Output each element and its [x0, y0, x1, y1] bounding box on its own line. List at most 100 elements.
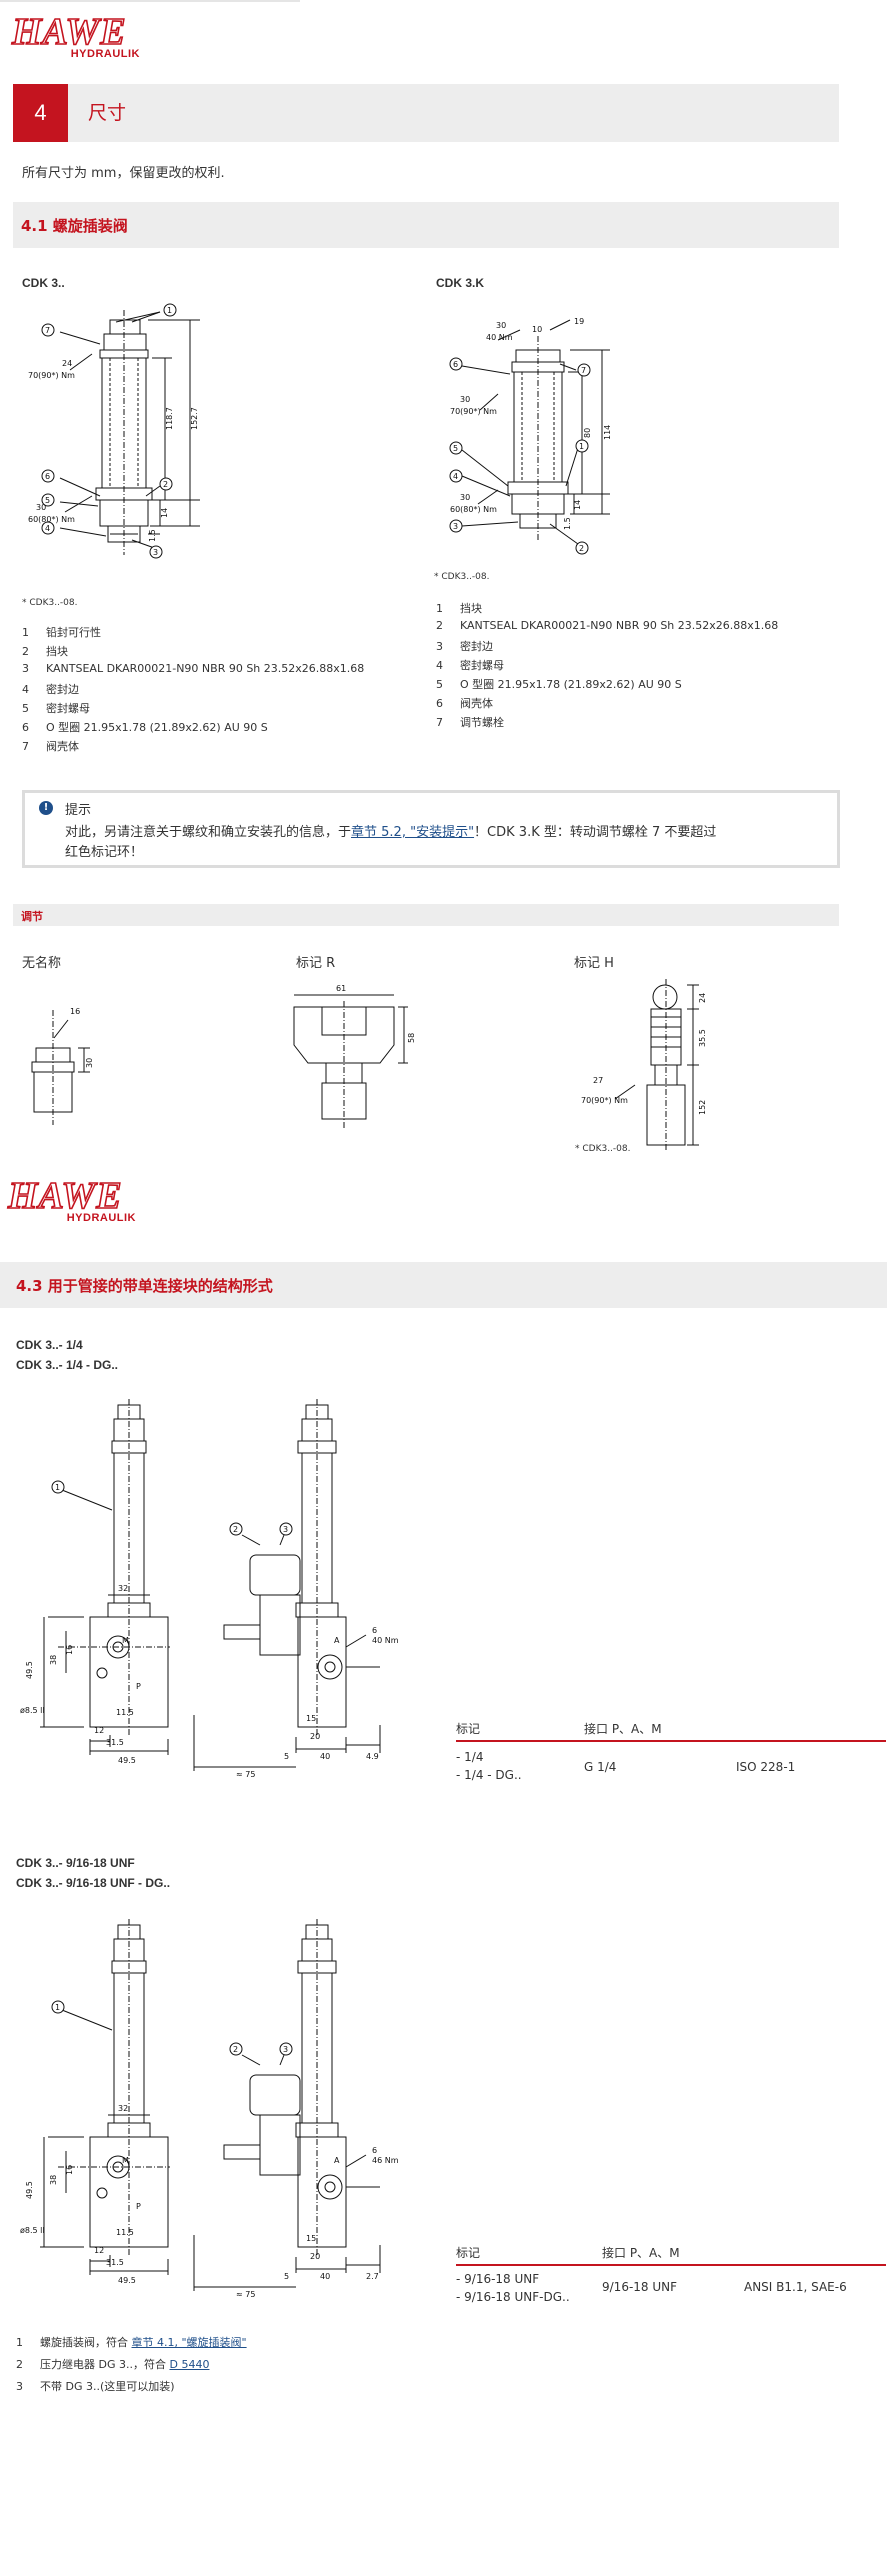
section-4-3-title: 4.3 用于管接的带单连接块的结构形式 — [16, 1277, 273, 1295]
note-link-section-5-2[interactable]: 章节 5.2, "安装提示" — [351, 825, 475, 840]
callout-4: 4 — [45, 524, 50, 533]
r-t5-b: 60(80*) Nm — [450, 505, 497, 514]
note-line-2: 红色标记环！ — [65, 845, 144, 860]
r-dim-1-5: 1.5 — [563, 517, 572, 530]
r-t1-a: 30 — [496, 321, 506, 330]
torque-top-b: 70(90*) Nm — [28, 371, 75, 380]
table-1-c2: G 1/4 — [584, 1760, 617, 1774]
b1-dim-49-5b: 49.5 — [118, 1756, 136, 1765]
adjust-none-drawing: 16 30 — [31, 1007, 94, 1125]
block1-left-drawing: 1 32 49.5 38 16 11.5 12 31.5 49.5 ø8.5 l… — [20, 1399, 170, 1765]
left-figure-title: CDK 3.. — [22, 276, 65, 290]
header-rule — [0, 0, 300, 2]
info-icon: ! — [39, 801, 53, 815]
b1-port-p: P — [136, 1682, 141, 1691]
adjust-r-61: 61 — [336, 984, 346, 993]
r-callout-3: 3 — [453, 522, 458, 531]
r-t2: 10 — [532, 325, 542, 334]
b1-r-4-9: 4.9 — [366, 1752, 379, 1761]
chapter-number: 4 — [13, 84, 68, 142]
torque-bottom-b: 60(80*) Nm — [28, 515, 75, 524]
dim-118-7: 118.7 — [165, 407, 174, 430]
r-dim-14: 14 — [573, 500, 582, 510]
b2-r-15: 15 — [306, 2234, 316, 2243]
b2-r-20: 20 — [310, 2252, 320, 2261]
b2-dim-49-5: 49.5 — [25, 2181, 34, 2199]
block2-title-2: CDK 3..- 9/16-18 UNF - DG.. — [16, 1876, 171, 1890]
b2-dim-16: 16 — [65, 2165, 74, 2175]
b1-r-40: 40 — [320, 1752, 330, 1761]
b2-callout-3: 3 — [283, 2045, 288, 2054]
table-2: 标记 接口 P、A、M - 9/16-18 UNF - 9/16-18 UNF-… — [456, 2244, 886, 2324]
table-1-rule — [456, 1740, 886, 1742]
adjust-r-drawing: 61 58 — [293, 984, 416, 1130]
b1-hole: ø8.5 ll — [20, 1706, 45, 1715]
link-d-5440[interactable]: D 5440 — [169, 2358, 210, 2371]
dim-14: 14 — [160, 508, 169, 518]
table-1: 标记 接口 P、A、M - 1/4 - 1/4 - DG.. G 1/4 ISO… — [456, 1720, 886, 1800]
b1-r-75: ≈ 75 — [236, 1770, 255, 1779]
table-2-header-1: 标记 — [456, 2246, 481, 2260]
adjust-col-h: 标记 H — [574, 956, 614, 971]
callout-3: 3 — [153, 548, 158, 557]
b1-callout-2: 2 — [233, 1525, 238, 1534]
block2-title-1: CDK 3..- 9/16-18 UNF — [16, 1856, 135, 1870]
adjust-h-drawing: 24 35.5 27 70(90*) Nm 152 — [581, 979, 707, 1151]
b1-r-5: 5 — [284, 1752, 289, 1761]
b2-r-40: 40 — [320, 2272, 330, 2281]
left-footnote: * CDK3..-08. — [22, 598, 78, 608]
r-dim-80: 80 — [583, 428, 592, 438]
b2-dim-11-5: 11.5 — [116, 2228, 134, 2237]
r-callout-4: 4 — [453, 472, 458, 481]
link-section-4-1[interactable]: 章节 4.1, "螺旋插装阀" — [131, 2336, 247, 2349]
table-2-rule — [456, 2264, 886, 2266]
block1-title-1: CDK 3..- 1/4 — [16, 1338, 83, 1352]
r-t3: 19 — [574, 317, 584, 326]
b1-dim-38: 38 — [49, 1655, 58, 1665]
b1-dim-12: 12 — [94, 1726, 104, 1735]
note-box: ! 提示 对此，另请注意关于螺纹和确立安装孔的信息，于章节 5.2, "安装提示… — [22, 790, 840, 868]
hawe-logo: HAWE HYDRAULIK — [11, 11, 142, 64]
chapter-bar: 4 尺寸 — [13, 84, 839, 142]
dim-1-5: 1.5 — [148, 529, 157, 542]
table-1-c1a: - 1/4 — [456, 1750, 484, 1764]
chapter-title: 尺寸 — [88, 102, 127, 124]
b2-dim-49-5b: 49.5 — [118, 2276, 136, 2285]
b1-r-20: 20 — [310, 1732, 320, 1741]
callout-2: 2 — [163, 480, 168, 489]
adjust-h-torque: 70(90*) Nm — [581, 1096, 628, 1105]
b1-torque-a: 6 — [372, 1626, 377, 1635]
r-t1-b: 40 Nm — [486, 333, 513, 342]
r-dim-114: 114 — [603, 425, 612, 440]
adjust-bar: 调节 — [13, 904, 839, 926]
b2-callout-1: 1 — [55, 2003, 60, 2012]
b1-dim-32: 32 — [118, 1584, 128, 1593]
logo-word: HAWE — [11, 11, 127, 53]
section-4-1-title: 4.1 螺旋插装阀 — [21, 217, 128, 235]
b1-dim-31-5: 31.5 — [106, 1738, 124, 1747]
b1-dim-49-5: 49.5 — [25, 1661, 34, 1679]
table-1-c3: ISO 228-1 — [736, 1760, 796, 1774]
right-figure-title: CDK 3.K — [436, 276, 485, 290]
r-callout-1: 1 — [579, 442, 584, 451]
callout-6: 6 — [45, 472, 50, 481]
adjust-h-152: 152 — [698, 1100, 707, 1115]
table-2-header-2: 接口 P、A、M — [602, 2246, 680, 2260]
b2-r-75: ≈ 75 — [236, 2290, 255, 2299]
table-1-header-1: 标记 — [456, 1722, 481, 1736]
torque-top-a: 24 — [62, 359, 72, 368]
section-4-1-bar: 4.1 螺旋插装阀 — [13, 202, 839, 248]
b2-dim-31-5: 31.5 — [106, 2258, 124, 2267]
adjust-none-16: 16 — [70, 1007, 80, 1016]
intro-text: 所有尺寸为 mm，保留更改的权利. — [22, 166, 225, 181]
b2-dim-32: 32 — [118, 2104, 128, 2113]
